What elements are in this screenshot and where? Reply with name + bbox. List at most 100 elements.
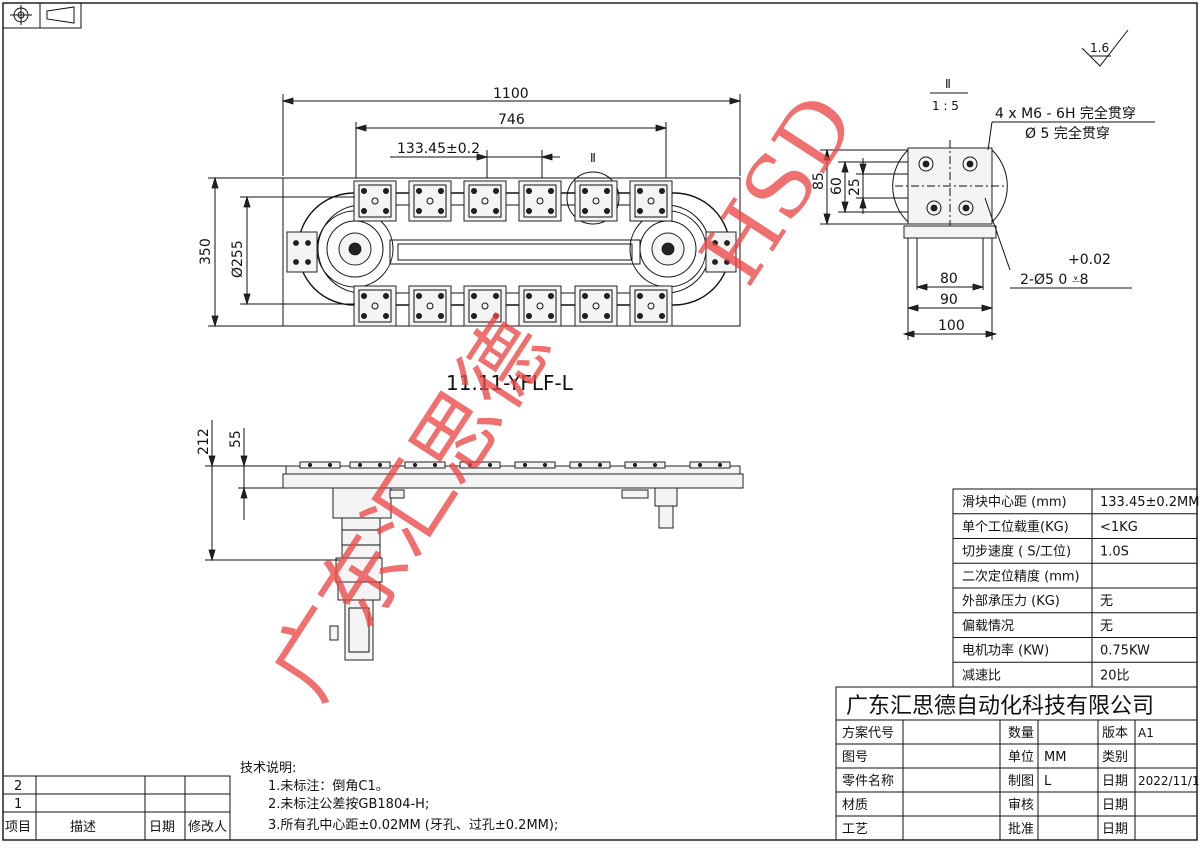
technical-notes: 技术说明: 1.未标注：倒角C1。 2.未标注公差按GB1804-H; 3.所有… bbox=[240, 761, 558, 833]
spec-label-8: 减速比 bbox=[962, 668, 1001, 683]
revision-row-2: 2 bbox=[14, 779, 22, 794]
title-block-l3-5: 日期 bbox=[1102, 822, 1128, 837]
title-block-l3-1: 版本 bbox=[1102, 726, 1128, 741]
slider-station-bottom-3 bbox=[463, 285, 507, 327]
spec-value-1: 133.45±0.2MM bbox=[1100, 495, 1200, 510]
hole-note-2: Ø 5 完全贯穿 bbox=[1025, 125, 1110, 142]
detail-view: Ⅱ 1 : 5 4 x M6 - 6H 完全贯穿 Ø 5 完全贯穿 +0.02 … bbox=[811, 77, 1155, 340]
revision-table: 2 1 项目 描述 日期 修改人 bbox=[2, 775, 231, 841]
slider-station-bottom-5 bbox=[574, 285, 618, 327]
slider-station-top-4 bbox=[518, 180, 562, 222]
title-block-l2-5: 批准 bbox=[1008, 822, 1034, 837]
slider-station-top-5 bbox=[574, 180, 618, 222]
spec-value-6: 无 bbox=[1100, 619, 1113, 634]
detail-mark-top: Ⅱ bbox=[590, 151, 596, 165]
title-block-l3-2: 类别 bbox=[1102, 750, 1128, 765]
spec-label-6: 偏载情况 bbox=[962, 619, 1014, 634]
dim-overall-length: 1100 bbox=[493, 86, 529, 102]
slider-station-top-6 bbox=[629, 180, 673, 222]
title-block-l1-2: 图号 bbox=[842, 750, 868, 765]
slider-station-bottom-2 bbox=[408, 285, 452, 327]
spec-label-7: 电机功率 (KW) bbox=[962, 643, 1049, 659]
side-station-left bbox=[286, 231, 318, 273]
pin-note: 2-Ø5 0 ⩡8 bbox=[1020, 272, 1089, 288]
spec-value-2: <1KG bbox=[1100, 520, 1138, 535]
title-block-v2-2: MM bbox=[1044, 750, 1066, 765]
slider-station-bottom-4 bbox=[518, 285, 562, 327]
revision-header-date: 日期 bbox=[149, 820, 175, 835]
side-carrier-1 bbox=[299, 461, 341, 469]
dim-detail-90: 90 bbox=[940, 292, 958, 308]
dim-detail-80: 80 bbox=[940, 271, 958, 287]
revision-header-item: 项目 bbox=[5, 820, 31, 835]
title-block-l3-3: 日期 bbox=[1102, 774, 1128, 789]
side-carrier-3 bbox=[404, 461, 446, 469]
title-block-v3-3: 2022/11/11 bbox=[1138, 774, 1200, 788]
dim-detail-60: 60 bbox=[829, 177, 845, 195]
dim-pitch: 133.45±0.2 bbox=[397, 141, 480, 157]
notes-title: 技术说明: bbox=[240, 761, 296, 776]
company-name: 广东汇思德自动化科技有限公司 bbox=[846, 694, 1154, 719]
left-wheel bbox=[316, 210, 394, 288]
revision-header-desc: 描述 bbox=[70, 820, 96, 835]
detail-mark: Ⅱ bbox=[945, 77, 951, 91]
slider-station-top-2 bbox=[408, 180, 452, 222]
note-1: 1.未标注：倒角C1。 bbox=[268, 779, 389, 794]
title-block-l2-2: 单位 bbox=[1008, 750, 1034, 765]
spec-value-5: 无 bbox=[1100, 594, 1113, 609]
dim-detail-25: 25 bbox=[847, 178, 863, 196]
slider-station-bottom-6 bbox=[629, 285, 673, 327]
title-block-l1-3: 零件名称 bbox=[842, 773, 894, 789]
side-view: 212 55 bbox=[196, 420, 744, 661]
dim-side-212: 212 bbox=[196, 428, 212, 455]
top-view: Ⅱ 1100 746 13 bbox=[198, 86, 742, 328]
dim-height: 350 bbox=[198, 238, 214, 265]
dim-detail-85: 85 bbox=[811, 172, 827, 190]
dim-diameter: Ø255 bbox=[230, 240, 246, 278]
spec-label-3: 切步速度 ( S/工位) bbox=[962, 544, 1071, 560]
revision-row-1: 1 bbox=[14, 797, 22, 812]
pin-tolerance: +0.02 bbox=[1068, 252, 1111, 268]
spec-label-5: 外部承压力 (KG) bbox=[962, 594, 1060, 609]
dim-inner-length: 746 bbox=[498, 112, 525, 128]
side-carrier-7 bbox=[624, 461, 666, 469]
spec-label-1: 滑块中心距 (mm) bbox=[962, 495, 1067, 510]
detail-circle bbox=[566, 171, 620, 225]
revision-header-editor: 修改人 bbox=[188, 820, 227, 835]
side-carrier-8 bbox=[689, 461, 731, 469]
title-block-v3-1: A1 bbox=[1138, 726, 1154, 740]
spec-table: 滑块中心距 (mm)133.45±0.2MM单个工位载重(KG)<1KG切步速度… bbox=[952, 488, 1200, 688]
dim-detail-100: 100 bbox=[938, 318, 965, 334]
title-block-l2-1: 数量 bbox=[1008, 726, 1034, 741]
title-block-l1-5: 工艺 bbox=[842, 822, 868, 837]
spec-value-7: 0.75KW bbox=[1100, 644, 1150, 659]
side-carrier-5 bbox=[514, 461, 556, 469]
title-block-v2-3: L bbox=[1044, 774, 1052, 789]
detail-scale: 1 : 5 bbox=[932, 99, 959, 113]
watermark: 广东汇思德 HSD bbox=[252, 77, 876, 717]
model-code: 11.11-YFLF-L bbox=[446, 371, 574, 395]
note-2: 2.未标注公差按GB1804-H; bbox=[268, 797, 429, 812]
title-block-l1-4: 材质 bbox=[842, 798, 868, 813]
side-carrier-6 bbox=[569, 461, 611, 469]
watermark-cn: 广东汇思德 bbox=[252, 301, 570, 716]
side-base-plate bbox=[282, 473, 744, 489]
projection-symbol bbox=[2, 2, 82, 29]
note-3: 3.所有孔中心距±0.02MM (牙孔、过孔±0.2MM); bbox=[268, 818, 558, 833]
title-block-l3-4: 日期 bbox=[1102, 798, 1128, 813]
side-station-right bbox=[705, 231, 737, 273]
roughness-symbol: 1.6 bbox=[1081, 29, 1129, 67]
base-plate bbox=[282, 177, 741, 327]
hole-note-1: 4 x M6 - 6H 完全贯穿 bbox=[995, 105, 1136, 122]
spec-value-8: 20比 bbox=[1100, 668, 1130, 683]
slider-station-top-1 bbox=[353, 180, 397, 222]
spec-label-4: 二次定位精度 (mm) bbox=[962, 568, 1080, 584]
side-carrier-4 bbox=[459, 461, 501, 469]
side-carrier-2 bbox=[349, 461, 391, 469]
spec-value-3: 1.0S bbox=[1100, 545, 1129, 560]
sheet-border bbox=[2, 2, 1198, 841]
title-block-l2-3: 制图 bbox=[1008, 774, 1034, 789]
title-block-l2-4: 审核 bbox=[1008, 798, 1034, 813]
